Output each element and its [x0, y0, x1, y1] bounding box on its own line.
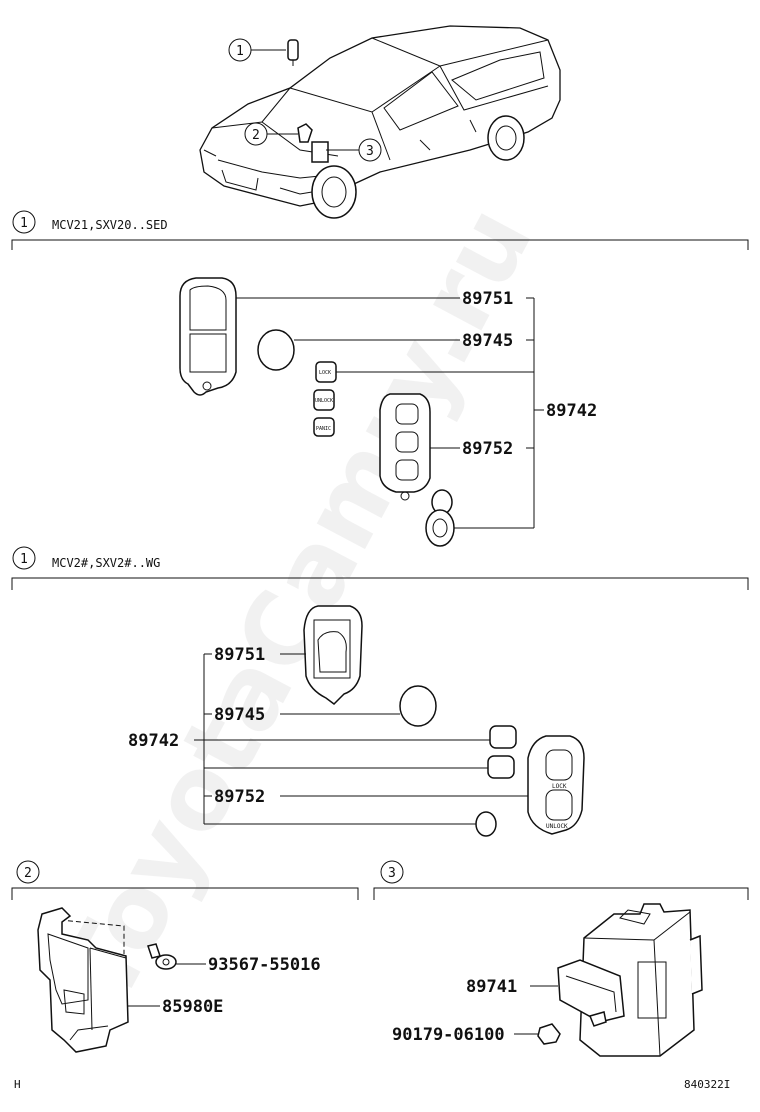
sed-label-89742: 89742: [546, 401, 597, 421]
wg-battery-89745: [399, 685, 437, 727]
svg-text:UNLOCK: UNLOCK: [315, 398, 333, 404]
sed-button-pads: LOCK UNLOCK PANIC: [313, 361, 337, 437]
svg-text:2: 2: [252, 128, 260, 143]
sed-label-89751: 89751: [462, 289, 513, 309]
sed-label-89752: 89752: [462, 439, 513, 459]
sed-key-ring: [425, 489, 455, 547]
callout-2: 2: [244, 122, 298, 146]
wg-leaders: [194, 653, 528, 825]
section-wg-header: 1 MCV2#,SXV2#..WG: [11, 546, 749, 590]
wg-label-89745: 89745: [214, 705, 265, 725]
section-sed-header: 1 MCV21,SXV20..SED: [11, 210, 749, 250]
section-3-ecu-89741: [557, 903, 703, 1057]
section-3-nut-90179: [537, 1011, 607, 1045]
section-2-bolt-93567: [147, 943, 177, 970]
label-93567-55016: 93567-55016: [208, 955, 321, 975]
watermark-text: ToyotaCamry.ru: [38, 188, 555, 1021]
section-2-header: 2: [11, 860, 359, 900]
svg-text:MCV21,SXV20..SED: MCV21,SXV20..SED: [52, 218, 168, 232]
svg-text:3: 3: [366, 144, 374, 159]
sed-battery-89745: [257, 329, 295, 371]
sed-transmitter-89752: [379, 393, 431, 501]
sed-leaders: [236, 297, 544, 529]
svg-text:1: 1: [236, 44, 244, 59]
footer-diagram-number: 840322I: [684, 1078, 730, 1091]
callout-1: 1: [228, 38, 286, 62]
label-89741: 89741: [466, 977, 517, 997]
callout-3: 3: [326, 138, 382, 162]
car-illustration: [199, 25, 561, 219]
wg-button-pads: [487, 725, 517, 779]
section-3-header: 3: [373, 860, 749, 900]
svg-text:1: 1: [20, 552, 28, 567]
wg-transmitter-89752: LOCK UNLOCK: [527, 735, 585, 835]
label-90179-06100: 90179-06100: [392, 1025, 505, 1045]
section-2-module-85980E: [37, 907, 129, 1053]
svg-text:2: 2: [24, 866, 32, 881]
svg-text:UNLOCK: UNLOCK: [546, 823, 568, 830]
svg-text:3: 3: [388, 866, 396, 881]
wg-key-ring: [475, 811, 497, 837]
sed-label-89745: 89745: [462, 331, 513, 351]
wg-label-89742: 89742: [128, 731, 179, 751]
svg-text:1: 1: [20, 216, 28, 231]
wg-case-89751: [303, 605, 363, 705]
svg-text:PANIC: PANIC: [316, 426, 331, 432]
sed-case-89751: [179, 277, 237, 396]
wg-label-89751: 89751: [214, 645, 265, 665]
svg-text:MCV2#,SXV2#..WG: MCV2#,SXV2#..WG: [52, 556, 160, 570]
footer-left-code: H: [14, 1078, 21, 1091]
svg-text:LOCK: LOCK: [552, 783, 567, 790]
wg-label-89752: 89752: [214, 787, 265, 807]
svg-text:LOCK: LOCK: [319, 370, 331, 376]
label-85980E: 85980E: [162, 997, 223, 1017]
